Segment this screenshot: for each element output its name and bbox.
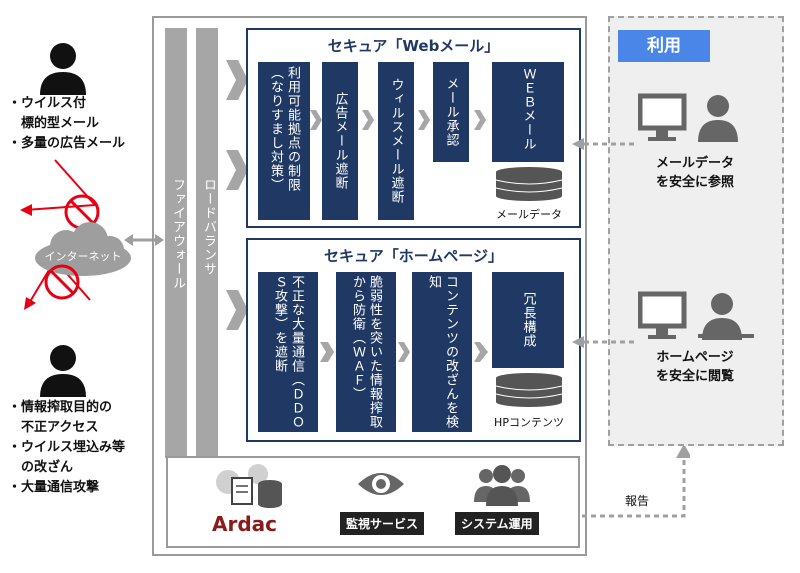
- use-mail-text: メールデータを安全に参照: [655, 156, 734, 190]
- ardac-logo: Ardac: [212, 512, 278, 536]
- system-ops-label: システム運用: [455, 512, 539, 535]
- webmail-step-4: メール承認: [433, 62, 469, 162]
- homepage-step-2: 脆弱性を突いた情報搾取から防衛（ＷＡＦ）: [336, 272, 396, 432]
- gears-docs-icon: [216, 464, 282, 508]
- web-access-arrow: [572, 336, 636, 348]
- use-web-text: ホームページを安全に閲覧: [655, 350, 734, 384]
- threat-list-bottom: ・情報搾取目的の 不正アクセス ・ウイルス埋込み等 の改ざん ・大量通信攻撃: [8, 400, 126, 495]
- webmail-flow-arrows: [310, 110, 486, 130]
- team-icon: [474, 465, 530, 506]
- homepage-title: セキュア「ホームページ」: [324, 247, 503, 265]
- webmail-step-3: ウィルスメール遮断: [378, 62, 414, 220]
- mail-data-label: メールデータ: [496, 208, 562, 221]
- ops-box: [166, 456, 580, 548]
- webmail-title: セキュア「Webメール」: [327, 37, 500, 55]
- load-balancer-label: ロードバランサ: [201, 178, 216, 276]
- firewall-label: ファイアウォール: [170, 178, 185, 290]
- webmail-step-1: 利用可能拠点の制限（なりすまし対策）: [258, 62, 310, 220]
- homepage-step-3: コンテンツの改ざんを検知: [412, 272, 472, 432]
- webmail-server: ＷＥＢメール: [492, 62, 564, 162]
- attacker-bottom-icon: [38, 342, 88, 397]
- mail-data-db-icon: [495, 167, 563, 201]
- lb-arrows-graphic: [226, 60, 248, 330]
- homepage-server: 冗長構成: [492, 272, 564, 368]
- report-label: 報告: [625, 494, 650, 508]
- pc-user-icon-web: [638, 291, 754, 340]
- homepage-step-1: 不正な大量通信（ＤＤＯＳ攻撃）を遮断: [258, 272, 318, 432]
- mail-access-arrow: [572, 138, 636, 150]
- internet-label: インターネット: [44, 250, 122, 263]
- use-title: 利用: [618, 30, 710, 62]
- attacker-top-icon: [38, 40, 88, 95]
- monitor-service-label: 監視サービス: [340, 512, 425, 535]
- hp-content-db-icon: [495, 373, 563, 407]
- webmail-step-2: 広告メール遮断: [322, 62, 358, 220]
- eye-icon: [358, 473, 404, 495]
- pc-user-icon-mail: [638, 93, 738, 142]
- internet-cloud: インターネット: [28, 220, 138, 280]
- load-balancer-column: ロードバランサ: [196, 28, 218, 458]
- homepage-flow-arrows: [320, 342, 488, 362]
- hp-content-label: HPコンテンツ: [494, 416, 564, 429]
- use-panel: [608, 16, 784, 446]
- report-arrow: [582, 444, 690, 518]
- firewall-column: ファイアウォール: [165, 28, 187, 458]
- block-icon-bottom: [42, 262, 82, 306]
- threat-list-top: ・ウイルス付 標的型メール ・多量の広告メール: [8, 96, 126, 151]
- service-frame: [152, 16, 587, 556]
